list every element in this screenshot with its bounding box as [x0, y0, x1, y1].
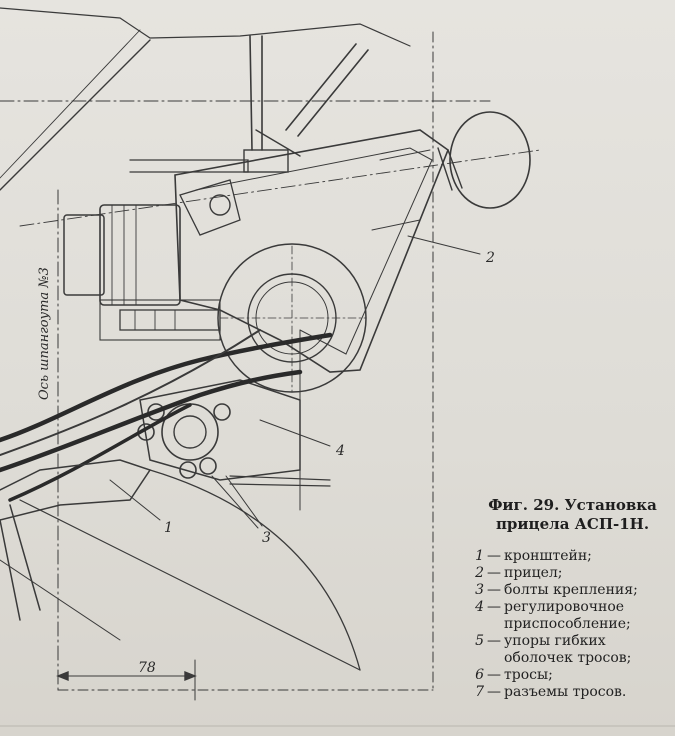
leader-4	[259, 419, 331, 447]
adjust-wheel-inner	[173, 415, 207, 449]
caption-line-2: прицела АСП-1Н.	[495, 515, 650, 533]
upper-plate	[129, 159, 249, 173]
callout-3: 3	[262, 530, 271, 546]
motor-cap	[63, 214, 105, 296]
bolt-3	[213, 403, 231, 421]
legend-item: 2—прицел;	[475, 565, 563, 581]
legend-item: 1—кронштейн;	[475, 548, 592, 564]
figure-caption: Фиг. 29. Установка прицела АСП-1Н.	[470, 496, 675, 534]
sight-housing	[174, 129, 449, 373]
upper-rod	[249, 35, 263, 151]
motor-body	[99, 204, 181, 306]
leader-3b	[225, 475, 263, 527]
lower-arc	[149, 469, 361, 671]
reflector-glass	[449, 111, 531, 209]
callout-4: 4	[335, 443, 345, 459]
cable-1	[0, 332, 333, 443]
frame-axis-label: Ось шпангоута №3	[37, 267, 52, 400]
dimension-label: 78	[138, 660, 156, 676]
bolt-4	[179, 461, 197, 479]
upper-strut-b	[255, 129, 301, 157]
legend-item: 3—болты крепления;	[475, 582, 638, 598]
sight-housing-inner	[195, 147, 433, 355]
upper-strut	[285, 43, 369, 137]
reflector-hinge	[437, 147, 463, 191]
windshield-line-inner	[0, 29, 141, 179]
bracket-diagonal	[19, 499, 361, 671]
dimension-arrow-right	[184, 670, 197, 682]
leader-3a	[211, 475, 259, 529]
motor-frame	[99, 299, 221, 341]
cable-2	[0, 369, 303, 473]
windshield-line	[0, 39, 151, 191]
adjust-body	[139, 379, 301, 481]
leader-2	[407, 235, 481, 255]
legend-item: 5—упоры гибких оболочек тросов;	[475, 633, 632, 666]
adjust-wheel-outer	[161, 403, 219, 461]
dimension-arrow-left	[56, 670, 69, 682]
figure-legend: 1—кронштейн; 2—прицел; 3—болты крепления…	[470, 548, 675, 701]
sight-inner-detail	[371, 149, 431, 231]
legend-item: 6—тросы;	[475, 667, 553, 683]
leader-1	[109, 479, 161, 521]
cable-3	[8, 403, 192, 502]
legend-item: 7—разъемы тросов.	[475, 684, 627, 700]
sight-pivot	[209, 194, 231, 216]
caption-line-1: Фиг. 29. Установка	[488, 496, 657, 514]
upper-bracket	[243, 149, 289, 173]
motor-shaft-lines	[134, 309, 176, 331]
gyro-cross	[219, 245, 367, 393]
cable-4	[0, 329, 261, 456]
lower-diagonal	[0, 559, 121, 641]
bracket-leg	[0, 504, 41, 621]
callout-2: 2	[485, 250, 495, 266]
sight-arm	[179, 179, 241, 236]
bolt-5	[199, 457, 217, 475]
top-contour-line	[0, 7, 411, 47]
legend-item: 4—регулировочное приспособление;	[475, 599, 631, 632]
motor-ribs	[111, 204, 137, 306]
adjust-rod	[229, 475, 331, 487]
callout-1: 1	[164, 520, 173, 536]
